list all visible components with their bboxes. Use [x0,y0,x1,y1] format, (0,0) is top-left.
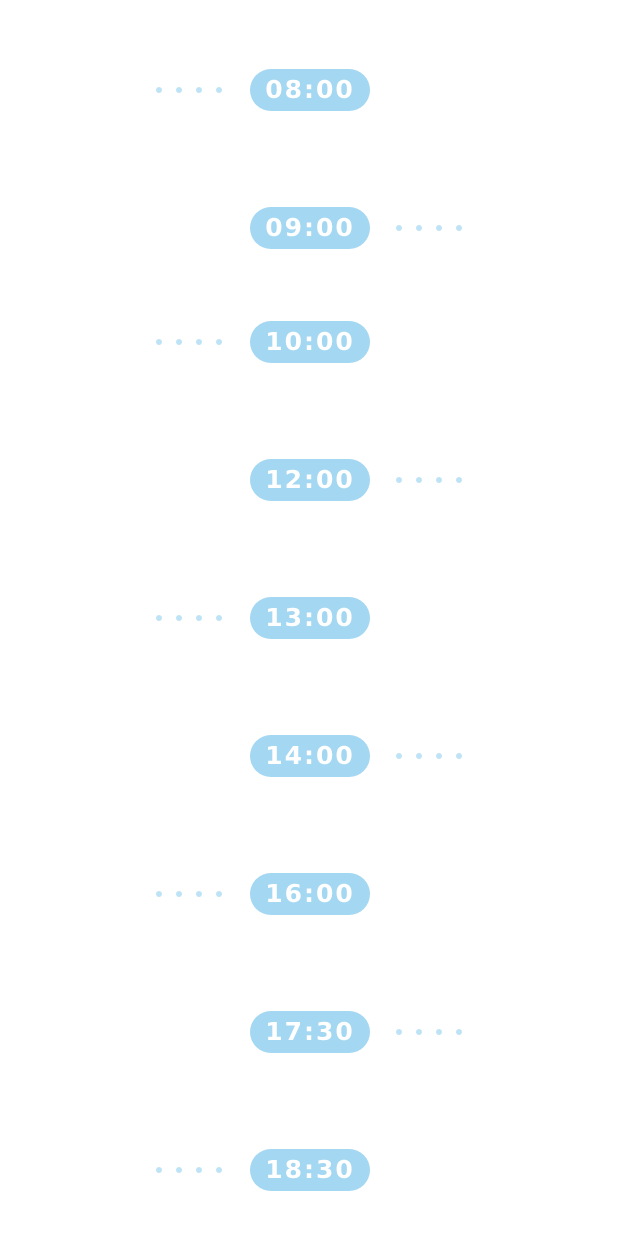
time-badge: 18:30 [250,1149,370,1191]
time-row: 13:00 [0,597,629,639]
time-row: 17:30 [0,1011,629,1053]
time-row: 10:00 [0,321,629,363]
dotted-connector [156,339,226,345]
dotted-connector [396,225,466,231]
time-badge: 17:30 [250,1011,370,1053]
time-row: 18:30 [0,1149,629,1191]
time-row: 12:00 [0,459,629,501]
time-row: 16:00 [0,873,629,915]
dotted-connector [156,891,226,897]
time-badge: 14:00 [250,735,370,777]
dotted-connector [156,615,226,621]
dotted-connector [156,87,226,93]
time-badge: 09:00 [250,207,370,249]
dotted-connector [396,1029,466,1035]
dotted-connector [396,753,466,759]
time-badge: 12:00 [250,459,370,501]
time-row: 14:00 [0,735,629,777]
dotted-connector [396,477,466,483]
time-row: 09:00 [0,207,629,249]
time-row: 08:00 [0,69,629,111]
time-badge: 10:00 [250,321,370,363]
time-badge: 08:00 [250,69,370,111]
dotted-connector [156,1167,226,1173]
time-badge: 13:00 [250,597,370,639]
time-badge: 16:00 [250,873,370,915]
